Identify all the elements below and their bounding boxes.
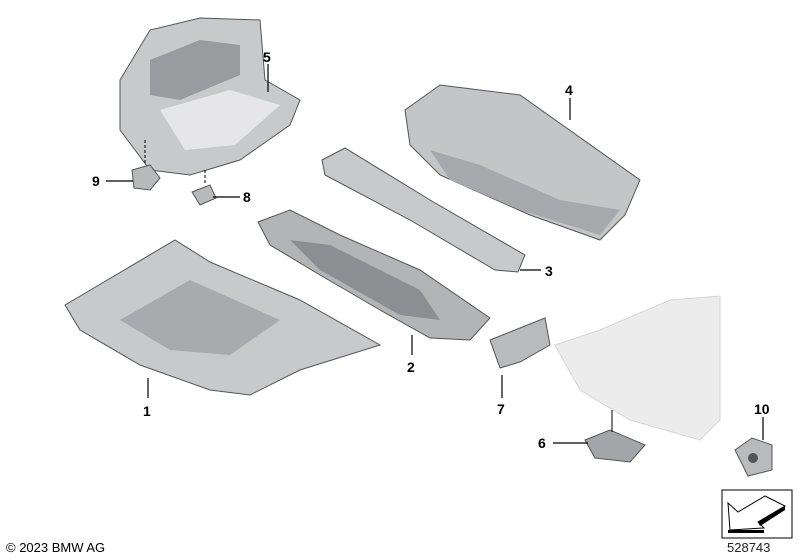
part-10-stud-nut[interactable]: [734, 437, 773, 477]
callout-2[interactable]: 2: [407, 359, 415, 375]
part-3-floor-reinforcement[interactable]: [321, 147, 526, 273]
part-5-spare-wheel-well[interactable]: [119, 17, 301, 176]
callout-8[interactable]: 8: [243, 189, 251, 205]
view-direction-arrow-icon: [721, 489, 793, 539]
part-4-floor-panel[interactable]: [404, 84, 641, 241]
callout-6[interactable]: 6: [538, 435, 546, 451]
part-7-side-bracket[interactable]: [489, 317, 551, 369]
part-6-mounting-bracket[interactable]: [584, 410, 646, 463]
diagram-number: 528743: [727, 540, 771, 555]
callout-9[interactable]: 9: [92, 173, 100, 189]
callout-3[interactable]: 3: [545, 263, 553, 279]
callout-5[interactable]: 5: [263, 49, 271, 65]
part-2-center-floor-rail[interactable]: [257, 209, 491, 341]
callout-7[interactable]: 7: [497, 401, 505, 417]
callout-4[interactable]: 4: [565, 82, 573, 98]
part-9-small-bracket[interactable]: [131, 140, 161, 191]
part-1-rear-floor-pan[interactable]: [64, 239, 382, 396]
ghost-body-part: [554, 295, 721, 441]
copyright-text: © 2023 BMW AG: [6, 540, 106, 555]
part-8-small-clip[interactable]: [191, 170, 217, 206]
callout-10[interactable]: 10: [754, 401, 770, 417]
callout-1[interactable]: 1: [143, 403, 151, 419]
